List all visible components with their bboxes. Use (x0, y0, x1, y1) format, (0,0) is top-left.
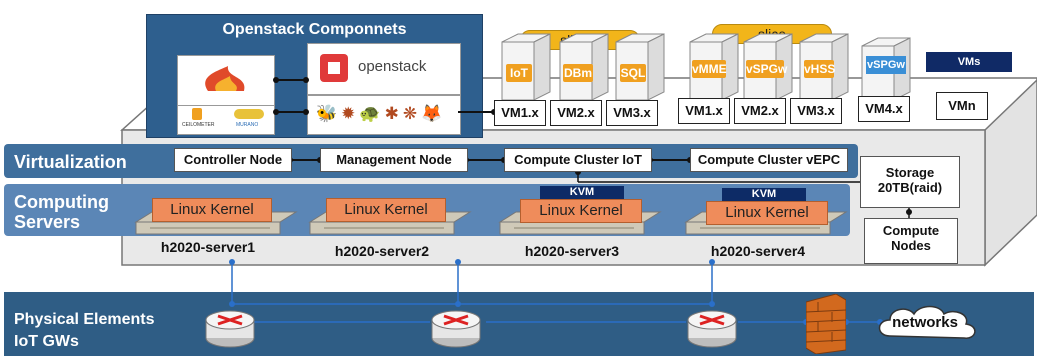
linux-kernel-4: Linux Kernel (706, 201, 828, 225)
vm-box-2[interactable]: VM2.x (550, 100, 602, 126)
compute-nodes-box[interactable]: Compute Nodes (864, 218, 958, 264)
computing-title-line1: Computing (14, 192, 109, 212)
management-node[interactable]: Management Node (320, 148, 468, 172)
linux-kernel-1: Linux Kernel (152, 198, 272, 222)
vm-tag-vspgw: vSPGw (746, 60, 788, 78)
vm-box-7[interactable]: VM4.x (858, 96, 910, 122)
router-icon-3[interactable] (686, 304, 738, 348)
openstack-brand-text: openstack (358, 58, 427, 75)
vm-tag-sql: SQL (620, 64, 646, 82)
server-label-3[interactable]: h2020-server3 (524, 243, 620, 259)
storage-line2: 20TB(raid) (877, 180, 943, 195)
openstack-title: Openstack Componnets (222, 21, 407, 38)
physical-title-line2: IoT GWs (14, 333, 79, 350)
heat-logo-box (177, 55, 275, 107)
server-label-1[interactable]: h2020-server1 (160, 239, 256, 255)
vm-tag-vmme: vMME (692, 60, 727, 78)
openstack-panel: Openstack Componnets CEILOMETER MURANO o… (146, 14, 483, 138)
server-label-4[interactable]: h2020-server4 (710, 243, 806, 259)
firewall-icon[interactable] (805, 293, 847, 355)
openstack-brand-box: openstack (307, 43, 461, 95)
kvm-label-3: KVM (540, 186, 624, 199)
vm-tag-vms: VMs (926, 52, 1012, 72)
linux-kernel-2: Linux Kernel (326, 198, 446, 222)
storage-line1: Storage (885, 165, 935, 180)
vm-box-n[interactable]: VMn (936, 92, 988, 120)
vm-box-4[interactable]: VM1.x (678, 98, 730, 124)
murano-icon (234, 109, 264, 119)
vm-box-1[interactable]: VM1.x (494, 100, 546, 126)
murano-label: MURANO (236, 122, 259, 128)
server-label-2[interactable]: h2020-server2 (334, 243, 430, 259)
project-icons-row: 🐝✹🐢✱❋🦊 (316, 104, 447, 123)
networks-label: networks (892, 314, 958, 331)
storage-box[interactable]: Storage 20TB(raid) (860, 156, 960, 208)
ceilometer-icon (192, 108, 202, 120)
compute-cluster-iot[interactable]: Compute Cluster IoT (504, 148, 652, 172)
router-icon-2[interactable] (430, 304, 482, 348)
kvm-label-4: KVM (722, 188, 806, 201)
networks-cloud[interactable]: networks (872, 300, 984, 346)
vm-box-6[interactable]: VM3.x (790, 98, 842, 124)
vm-tag-iot: IoT (506, 64, 532, 82)
linux-kernel-3: Linux Kernel (520, 199, 642, 223)
openstack-logo-inner (328, 62, 340, 74)
router-icon-1[interactable] (204, 304, 256, 348)
physical-title-line1: Physical Elements (14, 311, 155, 328)
vm-tag-vhss: vHSS (804, 60, 836, 78)
physical-bar (4, 292, 1034, 356)
compute-cluster-vepc[interactable]: Compute Cluster vEPC (690, 148, 848, 172)
openstack-projects-box: 🐝✹🐢✱❋🦊 (307, 95, 461, 135)
cloud-icon (878, 305, 976, 339)
virtualization-title: Virtualization (14, 152, 127, 172)
compute-nodes-line1: Compute (882, 223, 940, 238)
vm-box-3[interactable]: VM3.x (606, 100, 658, 126)
controller-node[interactable]: Controller Node (174, 148, 292, 172)
heat-flame-icon (205, 66, 245, 91)
ceilometer-label: CEILOMETER (182, 122, 215, 128)
vm-box-5[interactable]: VM2.x (734, 98, 786, 124)
vm-tag-dbm: DBm (563, 64, 593, 82)
computing-title-line2: Servers (14, 212, 81, 232)
compute-nodes-line2: Nodes (891, 238, 931, 253)
ceilometer-murano-box: CEILOMETER MURANO (177, 105, 275, 135)
vm-tag-vspgw-4: vSPGw (866, 56, 906, 74)
